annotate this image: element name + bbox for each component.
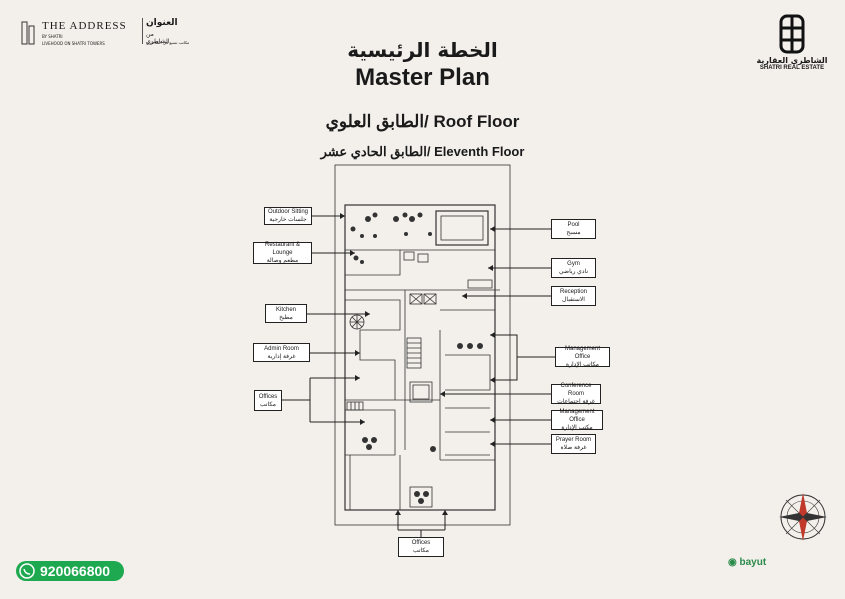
- building-icon: [21, 21, 35, 45]
- label-offices-left-en: Offices: [258, 393, 278, 400]
- label-pool: Pool مسبح: [551, 219, 596, 239]
- shatri-emblem-icon: [779, 14, 805, 54]
- address-logo: THE ADDRESS BY SHATRI LIVEHOOD ON SHATRI…: [20, 16, 189, 52]
- label-outdoor-en: Outdoor Sitting: [267, 209, 309, 215]
- label-mgmt1-ar: مكاتب الإدارة: [565, 362, 600, 368]
- shatri-logo-en: SHATRI REAL ESTATE: [759, 65, 825, 71]
- address-logo-tagline: LIVEHOOD ON SHATRI TOWERS: [42, 41, 105, 46]
- label-reception-en: Reception: [559, 289, 588, 295]
- label-admin-room: Admin Room غرفة إدارية: [253, 343, 310, 362]
- label-admin-ar: غرفة إدارية: [267, 353, 296, 360]
- label-prayer-ar: غرفة صلاة: [560, 445, 587, 451]
- label-pool-ar: مسبح: [566, 230, 581, 236]
- roof-floor-title: الطابق العلوي/ Roof Floor: [325, 112, 520, 131]
- phone-number: 920066800: [40, 563, 111, 579]
- address-logo-ar-sub: من الشاطري: [146, 31, 170, 45]
- label-reception-ar: الاستقبال: [562, 297, 585, 303]
- label-kitchen: Kitchen مطبخ: [265, 304, 307, 323]
- compass-icon: [779, 493, 827, 541]
- bayut-logo-icon: ◉: [728, 557, 737, 568]
- shatri-logo: الشاطري العقارية SHATRI REAL ESTATE: [752, 14, 832, 71]
- phone-badge[interactable]: 920066800: [16, 561, 124, 581]
- label-gym-ar: نادي رياضي: [558, 269, 589, 275]
- label-pool-en: Pool: [567, 222, 580, 228]
- label-conference-room: Conference Room غرفة اجتماعات: [551, 383, 601, 405]
- label-prayer-room: Prayer Room غرفة صلاة: [551, 434, 596, 454]
- address-logo-ar-tagline: مكاتب تسنع في الشاطري: [146, 40, 190, 45]
- label-outdoor-ar: جلسات خارجية: [269, 217, 307, 223]
- label-gym-en: Gym: [567, 261, 580, 267]
- title-arabic: الخطة الرئيسية: [347, 38, 498, 62]
- label-management-office-2: Management Office مكتب الإدارة: [551, 409, 603, 431]
- label-offices-bottom-ar: مكاتب: [413, 548, 429, 554]
- label-offices-left: Offices مكاتب: [254, 390, 282, 411]
- label-admin-en: Admin Room: [264, 345, 299, 352]
- label-offices-bottom-en: Offices: [411, 540, 431, 546]
- label-outdoor-sitting: Outdoor Sitting جلسات خارجية: [264, 207, 312, 225]
- eleventh-floor-title: الطابق الحادي عشر/ Eleventh Floor: [320, 144, 525, 159]
- label-reception: Reception الاستقبال: [551, 286, 596, 306]
- address-logo-name: THE ADDRESS: [42, 20, 127, 32]
- label-prayer-en: Prayer Room: [555, 437, 592, 443]
- whatsapp-icon: [19, 563, 35, 579]
- label-gym: Gym نادي رياضي: [551, 258, 596, 278]
- bayut-watermark: ◉ bayut: [728, 557, 766, 568]
- label-conference-en: Conference Room: [560, 383, 592, 397]
- label-mgmt2-ar: مكتب الإدارة: [561, 425, 593, 431]
- address-logo-sub: BY SHATRI: [42, 34, 63, 39]
- address-logo-ar: العنوان: [146, 18, 178, 28]
- label-restaurant-ar: مطعم وصالة: [266, 258, 299, 264]
- bayut-text: bayut: [739, 557, 767, 568]
- shatri-logo-ar: الشاطري العقارية: [756, 56, 828, 65]
- label-restaurant-lounge: Restaurant & Lounge مطعم وصالة: [253, 242, 312, 264]
- label-conference-ar: غرفة اجتماعات: [557, 399, 595, 405]
- logo-divider: [142, 18, 143, 44]
- title-english: Master Plan: [355, 64, 490, 91]
- label-mgmt2-en: Management Office: [559, 409, 595, 423]
- label-restaurant-en: Restaurant & Lounge: [264, 242, 301, 256]
- label-mgmt1-en: Management Office: [564, 346, 601, 360]
- label-kitchen-ar: مطبخ: [279, 314, 293, 321]
- label-kitchen-en: Kitchen: [275, 306, 296, 313]
- label-offices-left-ar: مكاتب: [260, 401, 276, 408]
- label-offices-bottom: Offices مكاتب: [398, 537, 444, 557]
- label-management-office-1: Management Office مكاتب الإدارة: [555, 346, 610, 368]
